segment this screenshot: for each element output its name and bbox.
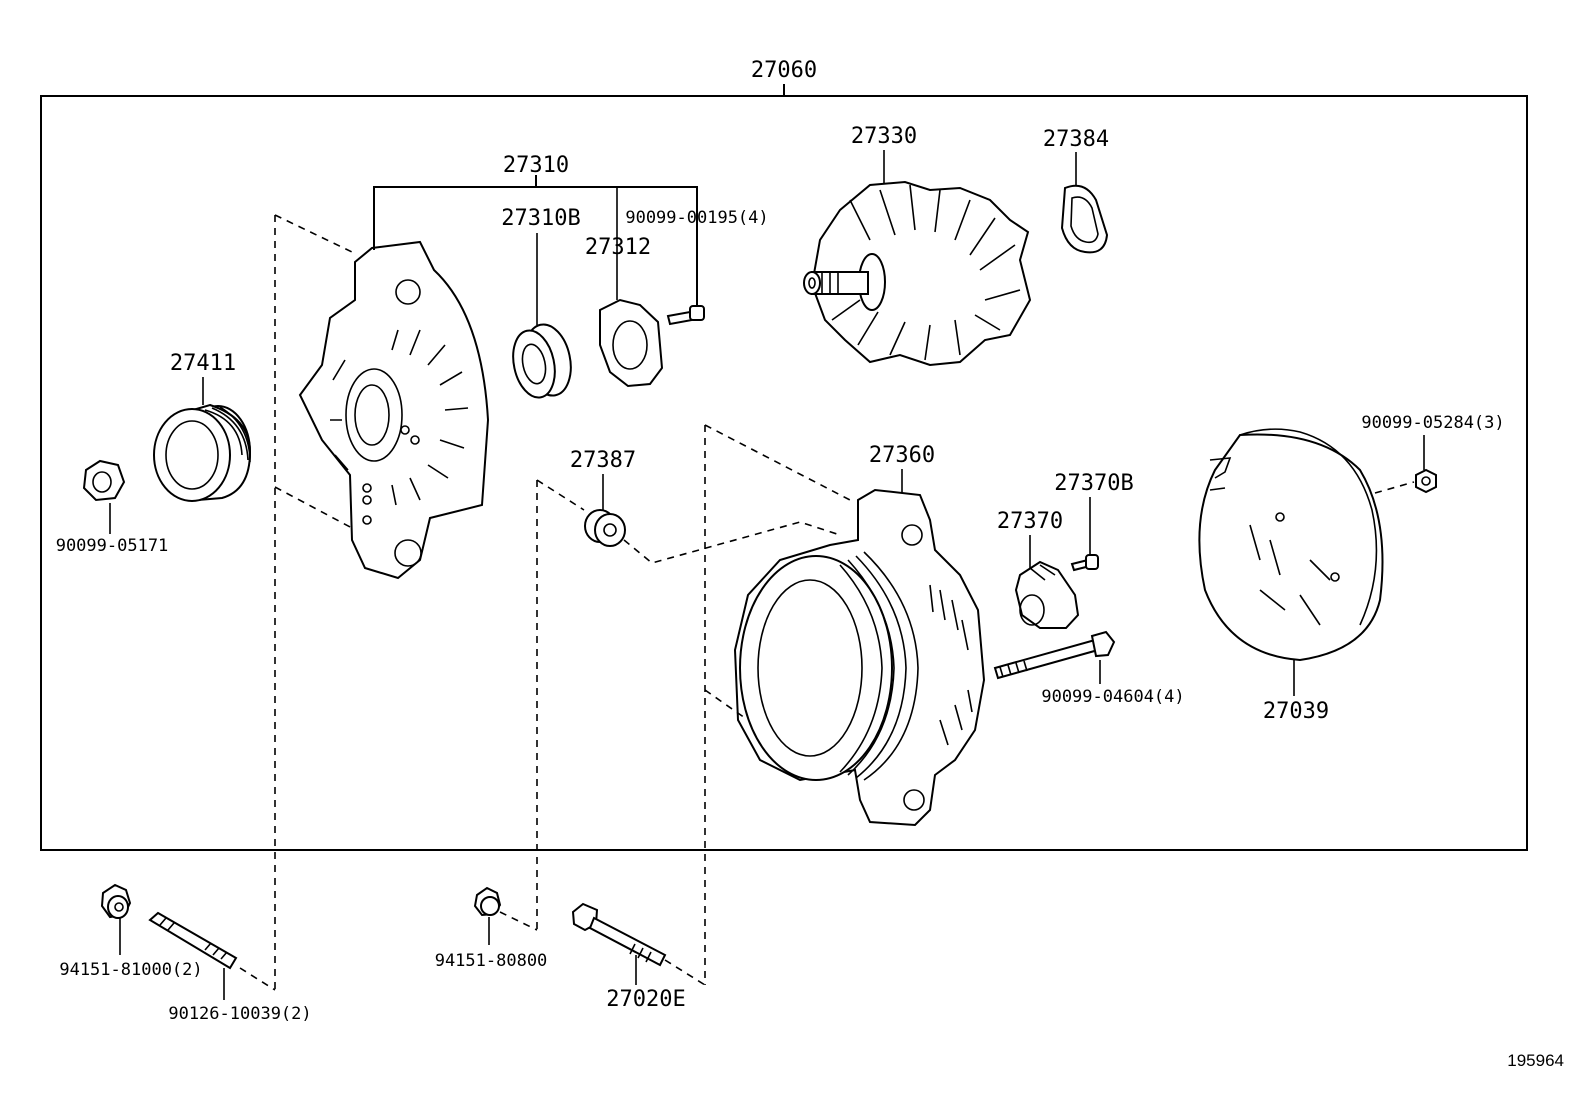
- diagram-id-label: 195964: [1507, 1051, 1564, 1070]
- stud-bolt-part[interactable]: [148, 911, 238, 970]
- through-bolt-part[interactable]: [993, 630, 1116, 680]
- label-27384[interactable]: 27384: [1043, 127, 1109, 152]
- bearing-part[interactable]: [507, 320, 577, 401]
- label-27360[interactable]: 27360: [869, 443, 935, 468]
- cover-nut-part[interactable]: [1415, 468, 1437, 494]
- mounting-bolt-part[interactable]: [571, 902, 667, 967]
- label-27387[interactable]: 27387: [570, 448, 636, 473]
- mounting-nut-small-part[interactable]: [473, 886, 502, 917]
- label-27310B[interactable]: 27310B: [501, 206, 580, 231]
- brush-screw-part[interactable]: [1070, 554, 1099, 572]
- label-27312[interactable]: 27312: [585, 235, 651, 260]
- pulley-part[interactable]: [153, 403, 252, 502]
- pulley-nut-part[interactable]: [82, 459, 126, 502]
- label-27411[interactable]: 27411: [170, 351, 236, 376]
- label-27039[interactable]: 27039: [1263, 699, 1329, 724]
- insulator-ring-part[interactable]: [1060, 184, 1109, 254]
- label-90099-00195[interactable]: 90099-00195(4): [625, 208, 768, 228]
- rotor-part[interactable]: [803, 180, 1032, 367]
- label-27370[interactable]: 27370: [997, 509, 1063, 534]
- label-90126-10039[interactable]: 90126-10039(2): [168, 1004, 311, 1024]
- retainer-plate-part[interactable]: [599, 298, 664, 388]
- rear-cover-part[interactable]: [1198, 428, 1384, 662]
- rectifier-end-frame-part[interactable]: [733, 488, 986, 827]
- label-90099-05284[interactable]: 90099-05284(3): [1361, 413, 1504, 433]
- label-90099-04604[interactable]: 90099-04604(4): [1041, 687, 1184, 707]
- label-27310[interactable]: 27310: [503, 153, 569, 178]
- drive-end-frame-part[interactable]: [298, 240, 490, 580]
- mounting-nut-part[interactable]: [100, 883, 132, 919]
- label-27370B[interactable]: 27370B: [1054, 471, 1133, 496]
- brush-holder-part[interactable]: [1014, 560, 1080, 629]
- assembly-number-label[interactable]: 27060: [751, 58, 817, 83]
- label-94151-81000[interactable]: 94151-81000(2): [59, 960, 202, 980]
- label-27020E[interactable]: 27020E: [606, 987, 685, 1012]
- label-27330[interactable]: 27330: [851, 124, 917, 149]
- label-94151-80800[interactable]: 94151-80800: [435, 951, 548, 971]
- label-90099-05171[interactable]: 90099-05171: [56, 536, 169, 556]
- screw-part[interactable]: [666, 305, 705, 326]
- bearing-cap-part[interactable]: [584, 509, 626, 547]
